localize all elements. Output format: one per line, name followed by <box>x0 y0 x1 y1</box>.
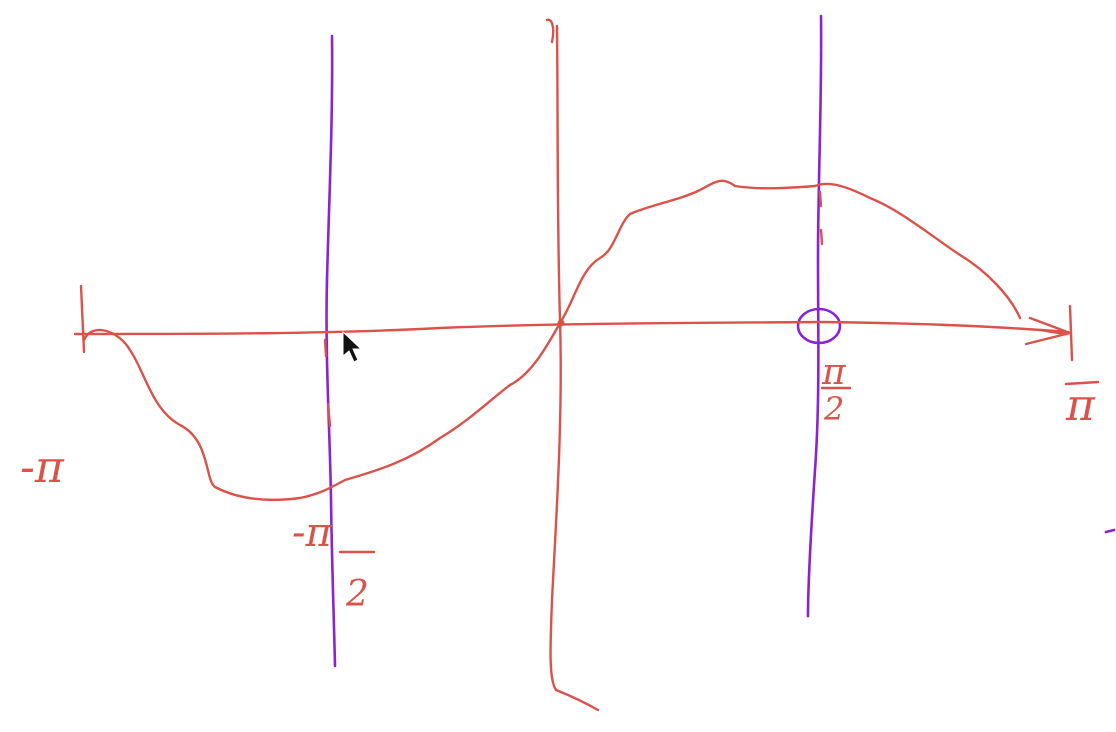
highlight-circle <box>796 307 842 345</box>
function-curve <box>82 179 1022 502</box>
x-axis <box>73 320 1070 336</box>
tick-neg-pi <box>79 284 86 354</box>
tick-mark-b <box>326 402 332 428</box>
asymptote-line-pi-over-2 <box>806 14 823 618</box>
asymptote-line-neg-pi-over-2 <box>325 34 337 668</box>
arrow-head-icon <box>1024 304 1074 362</box>
pi-overline <box>1064 380 1100 386</box>
label-pi-over-2-den: 2 <box>823 390 844 428</box>
tick-mark-a <box>323 338 328 358</box>
tick-mark-d <box>819 228 824 246</box>
tick-mark-c <box>818 190 823 208</box>
label-pi: π <box>1065 380 1096 431</box>
label-neg-pi: -π <box>20 442 65 493</box>
mouse-pointer-icon <box>342 330 363 363</box>
label-pi-over-2-num: π <box>821 352 847 393</box>
y-axis <box>545 18 600 712</box>
label-neg-pi-over-2-num: -π <box>292 510 333 556</box>
stray-mark <box>1104 528 1116 534</box>
label-neg-pi-over-2-den: 2 <box>345 574 369 615</box>
